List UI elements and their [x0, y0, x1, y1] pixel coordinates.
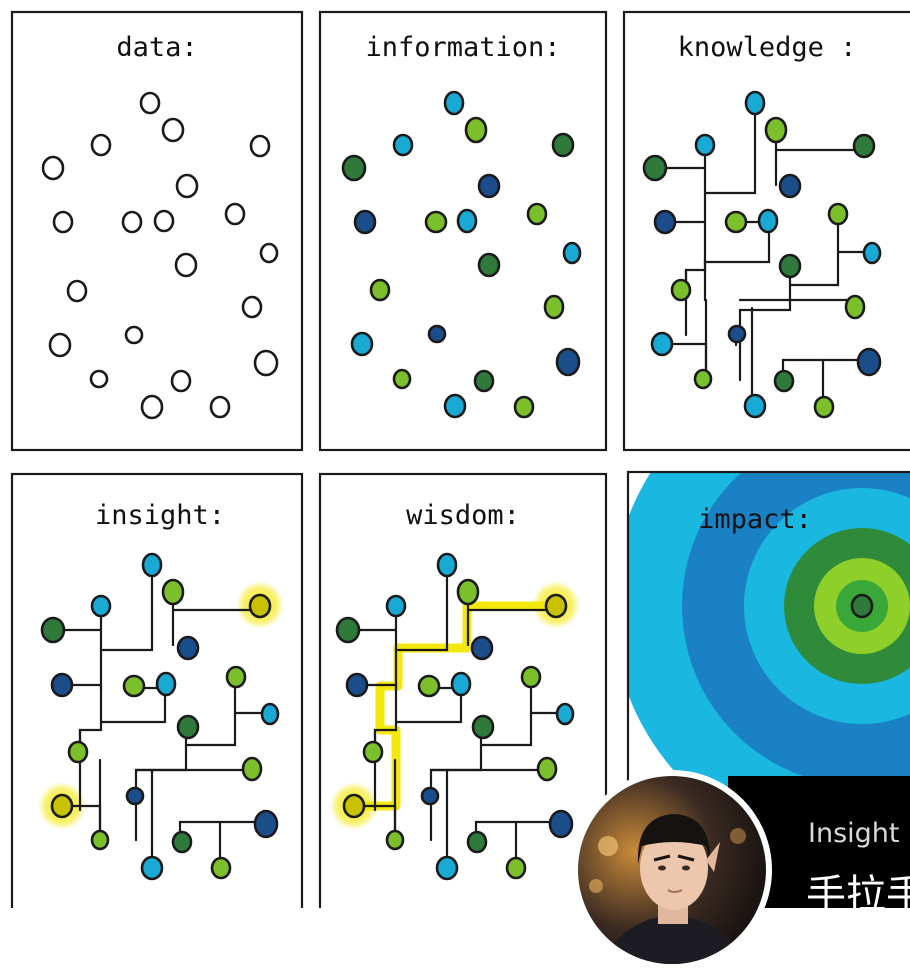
- panel-information-title: information:: [365, 32, 560, 63]
- caption-line-1: Insight: [808, 818, 900, 849]
- panel-insight-title: insight:: [95, 500, 225, 531]
- impact-center-node: [850, 593, 874, 619]
- panel-knowledge-frame: [622, 10, 910, 452]
- panel-knowledge: knowledge :: [622, 10, 910, 452]
- panel-knowledge-title: knowledge :: [678, 32, 857, 63]
- panel-data-title: data:: [116, 32, 197, 63]
- wisdom-path: [354, 601, 556, 811]
- panel-impact-title: impact:: [698, 504, 812, 535]
- video-caption-overlay: Insight 手拉手: [568, 770, 910, 970]
- panel-wisdom: wisdom:: [318, 472, 608, 912]
- panel-data-frame: [10, 10, 304, 452]
- comic-stage: data: information:: [10, 10, 910, 970]
- caption-line-2: 手拉手: [806, 872, 910, 908]
- panel-information-frame: [318, 10, 608, 452]
- panel-insight: insight:: [10, 472, 304, 912]
- panel-wisdom-title: wisdom:: [406, 500, 520, 531]
- avatar[interactable]: [572, 770, 772, 970]
- panel-information: information:: [318, 10, 608, 452]
- avatar-portrait: [578, 776, 766, 964]
- panel-data: data:: [10, 10, 304, 452]
